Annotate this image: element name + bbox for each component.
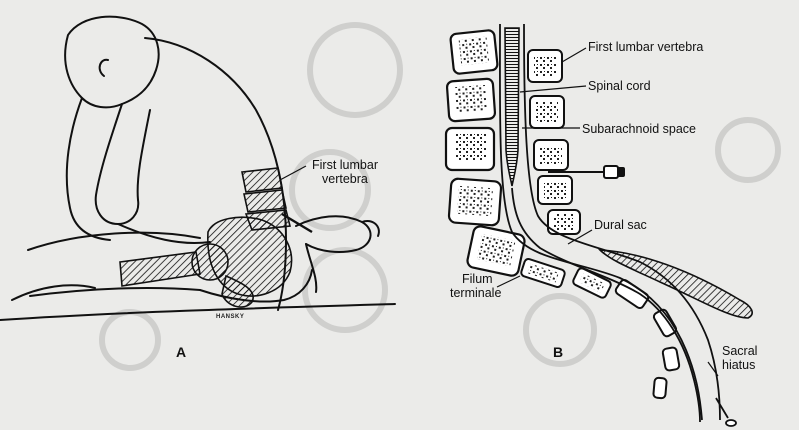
label-filum-line1: Filum [462,272,493,286]
panel-b-caudal-needle [715,397,737,427]
label-first-lumbar-vertebra-b: First lumbar vertebra [588,40,704,54]
panel-b-letter: B [553,344,564,360]
label-first-lumbar-a-line1: First lumbar [312,158,378,172]
label-dural-sac: Dural sac [594,218,647,232]
panel-b-dural-sac [499,23,721,423]
label-first-lumbar-vertebra-a: First lumbar vertebra [312,158,378,186]
label-subarachnoid-space: Subarachnoid space [582,122,696,136]
label-spinal-cord: Spinal cord [588,79,651,93]
panel-b-needle [548,165,625,179]
panel-b-spinous-processes [527,49,581,235]
label-sacral-line2: hiatus [722,358,756,372]
background-watermark [99,22,781,371]
label-sacral-hiatus: Sacral hiatus [722,344,757,372]
label-filum-terminale: Filum terminale [450,272,501,300]
panel-a-figure [0,15,396,321]
panel-b-leader-lines [496,47,719,377]
panel-b-sacral-ligament [597,249,753,319]
panel-b-vertebral-bodies [444,29,526,277]
panel-a-skeleton [119,167,313,308]
panel-a-letter: A [176,344,187,360]
label-sacral-line1: Sacral [722,344,758,358]
label-first-lumbar-a-line2: vertebra [322,172,368,186]
label-filum-line2: terminale [450,286,502,300]
panel-a-leader-line [279,165,307,181]
panel-b-spinal-cord [504,27,520,187]
illustrator-signature: HANSKY [216,314,245,320]
